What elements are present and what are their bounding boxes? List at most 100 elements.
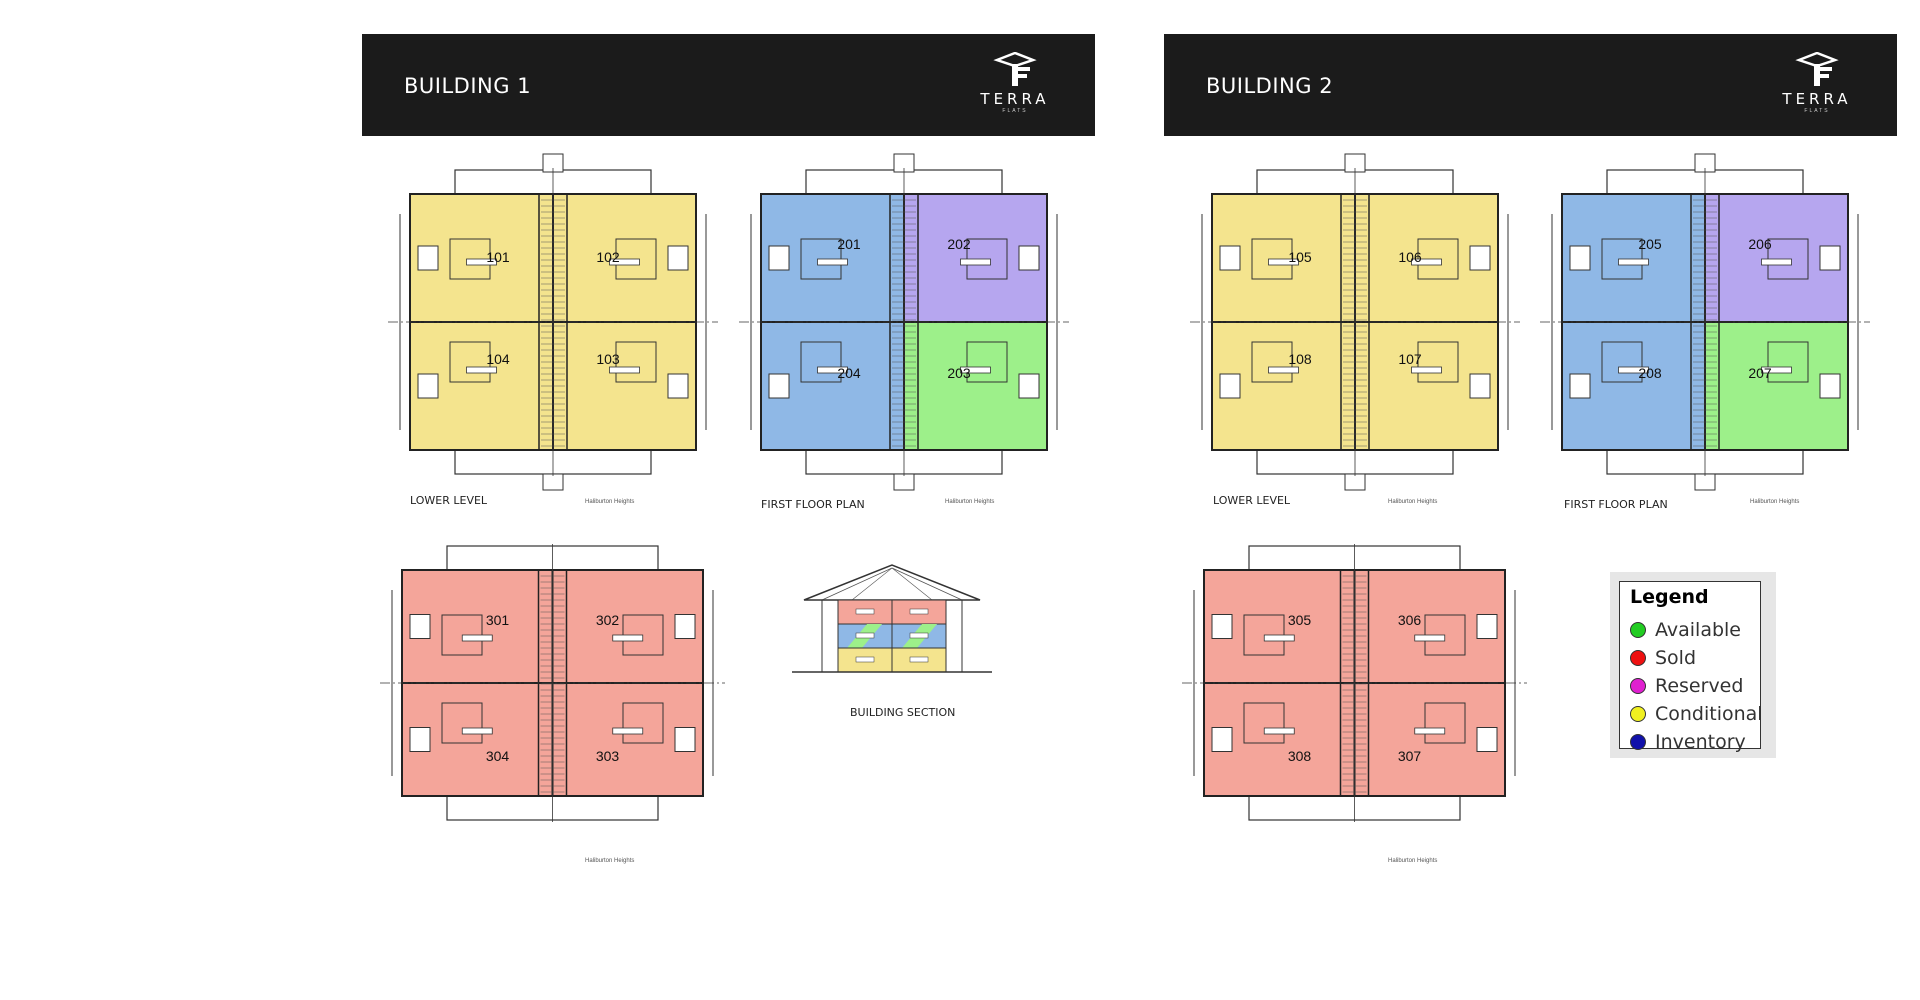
legend-panel: Legend Available Sold Reserved Condition… [1610, 572, 1776, 758]
legend-item: Available [1630, 618, 1741, 642]
unit-number: 305 [1288, 612, 1312, 628]
room-wall [1417, 341, 1459, 383]
room-wall [622, 702, 664, 744]
legend-label: Available [1655, 619, 1742, 641]
bath-fixture [1211, 727, 1233, 752]
unit-type-tag [960, 258, 991, 266]
unit-number: 104 [486, 351, 510, 367]
legend-dot [1630, 734, 1646, 750]
room-wall [800, 341, 842, 383]
unit-type-tag [466, 258, 497, 266]
bath-fixture [1219, 373, 1241, 399]
unit-type-tag [609, 258, 640, 266]
room-wall [1601, 341, 1643, 383]
b2-first-floor-label: FIRST FLOOR PLAN [1564, 498, 1668, 511]
building-2-header: BUILDING 2 TERRA FLATS [1164, 34, 1897, 136]
room-wall [1767, 341, 1809, 383]
unit-type-tag [609, 366, 640, 374]
bath-fixture [1018, 245, 1040, 271]
bath-fixture [674, 727, 696, 752]
unit-type-tag [612, 727, 644, 735]
building-section-drawing [792, 564, 992, 673]
b1-first-floor-label: FIRST FLOOR PLAN [761, 498, 865, 511]
unit-number: 206 [1748, 236, 1772, 252]
unit-type-tag [1411, 366, 1442, 374]
logo-subtitle: FLATS [1804, 108, 1830, 114]
bath-fixture [1569, 373, 1591, 399]
bath-fixture [1476, 727, 1498, 752]
b1-first-note: Haliburton Heights [945, 499, 995, 505]
legend-dot [1630, 650, 1646, 666]
room-wall [1251, 341, 1293, 383]
legend-dot [1630, 706, 1646, 722]
b2-third-note: Haliburton Heights [1388, 858, 1438, 864]
unit-number: 105 [1288, 249, 1312, 265]
unit-type-tag [461, 727, 493, 735]
unit-type-tag [1263, 727, 1295, 735]
legend-label: Sold [1655, 647, 1697, 669]
room-wall [1243, 702, 1285, 744]
unit-number: 302 [596, 612, 620, 628]
unit-type-tag [1268, 258, 1299, 266]
unit-type-tag [817, 258, 848, 266]
unit-type-tag [1761, 258, 1792, 266]
legend-item: Reserved [1630, 674, 1743, 698]
legend-dot [1630, 678, 1646, 694]
bath-fixture [1219, 245, 1241, 271]
bath-fixture [768, 245, 790, 271]
unit-number: 307 [1398, 748, 1422, 764]
building-section-label: BUILDING SECTION [850, 706, 956, 719]
b2-third-level-plan: 305 306 308 307 [1182, 544, 1527, 822]
unit-number: 108 [1288, 351, 1312, 367]
unit-number: 208 [1638, 365, 1662, 381]
bath-fixture [417, 245, 439, 271]
room-wall [615, 341, 657, 383]
unit-type-tag [466, 366, 497, 374]
exterior-stair [1344, 473, 1366, 491]
room-wall [449, 341, 491, 383]
unit-number: 203 [947, 365, 971, 381]
terra-logo-icon [993, 52, 1037, 86]
building-1-title: BUILDING 1 [404, 74, 532, 98]
legend-item: Conditional [1630, 702, 1763, 726]
terra-logo: TERRA FLATS [975, 52, 1055, 122]
bath-fixture [417, 373, 439, 399]
legend-dot [1630, 622, 1646, 638]
legend-label: Reserved [1655, 675, 1744, 697]
unit-number: 201 [837, 236, 861, 252]
unit-number: 301 [486, 612, 510, 628]
unit-number: 107 [1398, 351, 1422, 367]
b2-lower-level-label: LOWER LEVEL [1213, 494, 1291, 507]
legend-item: Inventory [1630, 730, 1746, 754]
b2-lower-note: Haliburton Heights [1388, 499, 1438, 505]
unit-type-tag [1761, 366, 1792, 374]
unit-type-tag [960, 366, 991, 374]
unit-number: 308 [1288, 748, 1312, 764]
terra-logo-icon [1795, 52, 1839, 86]
logo-wordmark: TERRA [1782, 90, 1852, 108]
unit-number: 306 [1398, 612, 1422, 628]
unit-type-tag [1414, 634, 1446, 642]
unit-area [1353, 682, 1506, 797]
bath-fixture [1469, 245, 1491, 271]
unit-type-tag [1414, 727, 1446, 735]
legend-label: Conditional [1655, 703, 1763, 725]
unit-type-tag [1411, 258, 1442, 266]
unit-number: 202 [947, 236, 971, 252]
legend-item: Sold [1630, 646, 1696, 670]
building-1-header: BUILDING 1 TERRA FLATS [362, 34, 1095, 136]
logo-subtitle: FLATS [1002, 108, 1028, 114]
unit-type-tag [1268, 366, 1299, 374]
legend-label: Inventory [1655, 731, 1746, 753]
bath-fixture [667, 245, 689, 271]
unit-number: 205 [1638, 236, 1662, 252]
bath-fixture [1018, 373, 1040, 399]
unit-number: 102 [596, 249, 620, 265]
b2-first-note: Haliburton Heights [1750, 499, 1800, 505]
bath-fixture [1211, 614, 1233, 639]
